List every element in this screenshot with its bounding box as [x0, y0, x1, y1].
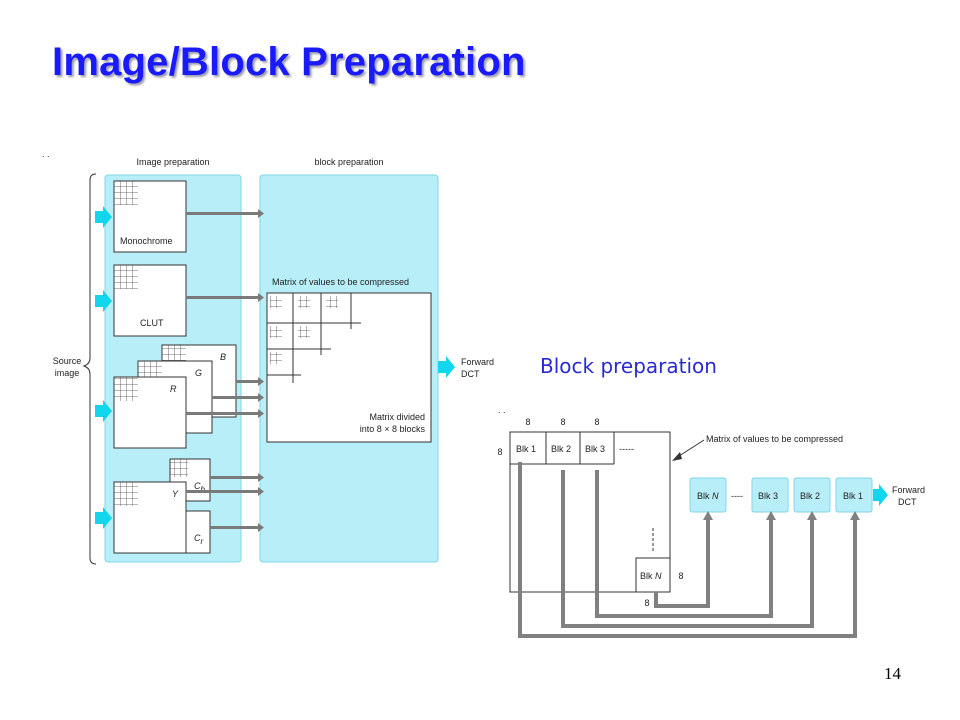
- connector-blk3: [595, 470, 773, 618]
- connector-arrowheads: [703, 511, 860, 520]
- divided-label-line2: into 8 × 8 blocks: [360, 424, 426, 434]
- left-diagram: . . Image preparation block preparation …: [42, 149, 494, 565]
- matrix-box: [266, 292, 432, 443]
- cr-label: Cr: [194, 533, 204, 546]
- connector-blk1: [518, 462, 857, 638]
- connector-blkn: [654, 519, 710, 608]
- r-label: R: [170, 384, 177, 394]
- source-label-line1: Source: [53, 356, 82, 366]
- cb-label: Cb: [194, 481, 206, 494]
- out-blk2-label: Blk 2: [800, 491, 820, 501]
- output-block-row: Blk N ---- Blk 3 Blk 2 Blk 1: [689, 477, 873, 513]
- matrix-block-icons: [270, 296, 338, 364]
- out-blk1-label: Blk 1: [843, 491, 863, 501]
- blkn-cell-label: Blk N: [640, 571, 662, 581]
- matrix-block-grid: [267, 293, 361, 383]
- page-number: 14: [884, 664, 901, 683]
- block-routing-connectors: [518, 462, 857, 638]
- out-blk3-label: Blk 3: [758, 491, 778, 501]
- connector-blk2: [561, 470, 814, 628]
- out-blkn-label: Blk N: [697, 491, 719, 501]
- dim-label: 8: [678, 571, 683, 581]
- out-blk1: [835, 477, 873, 513]
- input-arrow-monochrome: [95, 206, 112, 228]
- forward-dct-line1: Forward: [461, 357, 494, 367]
- input-arrow-ycbcr: [95, 507, 112, 529]
- monochrome-label: Monochrome: [120, 236, 173, 246]
- g-label: G: [195, 368, 202, 378]
- clut-label: CLUT: [140, 318, 164, 328]
- dim-label: 8: [560, 417, 565, 427]
- source-label-line2: image: [55, 368, 80, 378]
- matrix-label: Matrix of values to be compressed: [272, 277, 409, 287]
- dim-label: 8: [497, 447, 502, 457]
- svg-text:. .: . .: [498, 405, 506, 415]
- b-label: B: [220, 352, 226, 362]
- blk1-cell: Blk 1: [516, 444, 536, 454]
- block-preparation-caption: Block preparation: [540, 354, 717, 378]
- dim-label: 8: [525, 417, 530, 427]
- forward-dct-line2: DCT: [461, 369, 480, 379]
- short-dashes: ----: [731, 491, 743, 501]
- input-arrow-rgb: [95, 400, 112, 422]
- pointer-arrowhead: [672, 452, 682, 461]
- divided-label-line1: Matrix divided: [369, 412, 425, 422]
- input-arrows: [95, 206, 112, 529]
- block-preparation-label: block preparation: [314, 157, 383, 167]
- pixel-grid-icon: [162, 345, 186, 363]
- blkn-cell: [635, 557, 671, 593]
- right-diagram: . . 8 8 8 8 Blk 1 Blk 2 Blk 3 ----- Blk …: [497, 405, 925, 638]
- source-brace: [82, 173, 97, 565]
- pixel-grid-icon: [114, 377, 138, 401]
- connector-arrows: [186, 209, 264, 532]
- pixel-grid-icon: [170, 459, 188, 477]
- dashes: -----: [619, 444, 634, 454]
- slide-title: Image/Block Preparation: [52, 40, 526, 84]
- svg-text:. .: . .: [42, 149, 50, 159]
- blk3-cell: Blk 3: [585, 444, 605, 454]
- pixel-grid-icon: [138, 361, 162, 379]
- blk2-cell: Blk 2: [551, 444, 571, 454]
- pixel-grid-icon: [114, 265, 138, 289]
- output-arrow: [438, 356, 455, 378]
- pixel-grid-icon: [114, 181, 138, 205]
- matrix-label: Matrix of values to be compressed: [706, 434, 843, 444]
- dim-label: 8: [594, 417, 599, 427]
- input-arrow-clut: [95, 290, 112, 312]
- out-blk3: [751, 477, 789, 513]
- forward-dct-arrow: [873, 484, 888, 506]
- y-label: Y: [172, 489, 179, 499]
- dim-label: 8: [644, 598, 649, 608]
- forward-dct-line1: Forward: [892, 485, 925, 495]
- pixel-grid-icon: [114, 482, 138, 506]
- forward-dct-line2: DCT: [898, 497, 917, 507]
- image-preparation-label: Image preparation: [136, 157, 209, 167]
